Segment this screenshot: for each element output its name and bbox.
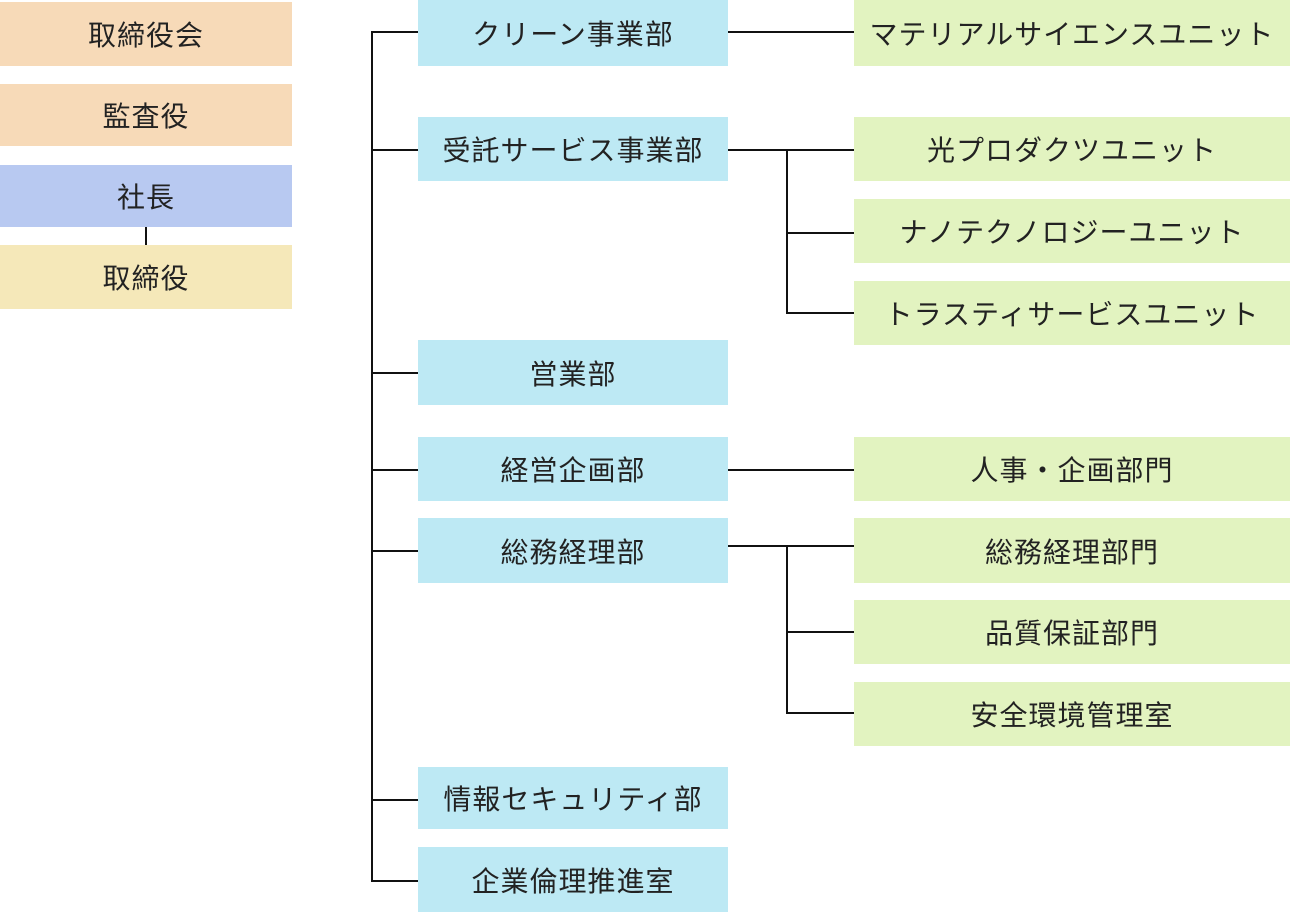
- branch-dept-sales: [371, 372, 418, 374]
- dept-sales: 営業部: [418, 340, 728, 405]
- conn-clean-material: [728, 31, 854, 33]
- auditor-box: 監査役: [0, 84, 292, 146]
- conn-general-quality: [786, 631, 854, 633]
- conn-contract-nano: [786, 232, 854, 234]
- branch-dept-planning: [371, 469, 418, 471]
- conn-contract-stem: [728, 149, 788, 151]
- branch-dept-contract: [371, 149, 418, 151]
- main-trunk-line: [371, 31, 373, 882]
- dept-information-security: 情報セキュリティ部: [418, 767, 728, 829]
- board-of-directors-box: 取締役会: [0, 2, 292, 66]
- branch-dept-general: [371, 550, 418, 552]
- unit-photo-products: 光プロダクツユニット: [854, 117, 1290, 181]
- unit-hr-planning: 人事・企画部門: [854, 437, 1290, 501]
- branch-dept-ethics: [371, 880, 418, 882]
- unit-nanotechnology: ナノテクノロジーユニット: [854, 199, 1290, 263]
- dept-clean: クリーン事業部: [418, 0, 728, 66]
- conn-general-stem: [728, 545, 788, 547]
- branch-dept-security: [371, 799, 418, 801]
- director-box: 取締役: [0, 245, 292, 309]
- conn-contract-photo: [786, 149, 854, 151]
- president-director-connector: [145, 227, 147, 245]
- unit-quality-assurance: 品質保証部門: [854, 600, 1290, 664]
- dept-contract-services: 受託サービス事業部: [418, 117, 728, 181]
- conn-contract-trusty: [786, 312, 854, 314]
- president-box: 社長: [0, 165, 292, 227]
- conn-general-safety: [786, 712, 854, 714]
- unit-general-accounting: 総務経理部門: [854, 518, 1290, 583]
- dept-corporate-planning: 経営企画部: [418, 437, 728, 501]
- conn-contract-vertical: [786, 149, 788, 314]
- dept-ethics-promotion: 企業倫理推進室: [418, 847, 728, 912]
- dept-general-affairs: 総務経理部: [418, 518, 728, 583]
- unit-trusty-services: トラスティサービスユニット: [854, 281, 1290, 345]
- unit-safety-environment: 安全環境管理室: [854, 682, 1290, 746]
- branch-dept-clean: [371, 31, 418, 33]
- conn-planning-hr: [728, 469, 854, 471]
- conn-general-vertical: [786, 545, 788, 714]
- conn-general-accounting: [786, 545, 854, 547]
- unit-material-science: マテリアルサイエンスユニット: [854, 0, 1290, 66]
